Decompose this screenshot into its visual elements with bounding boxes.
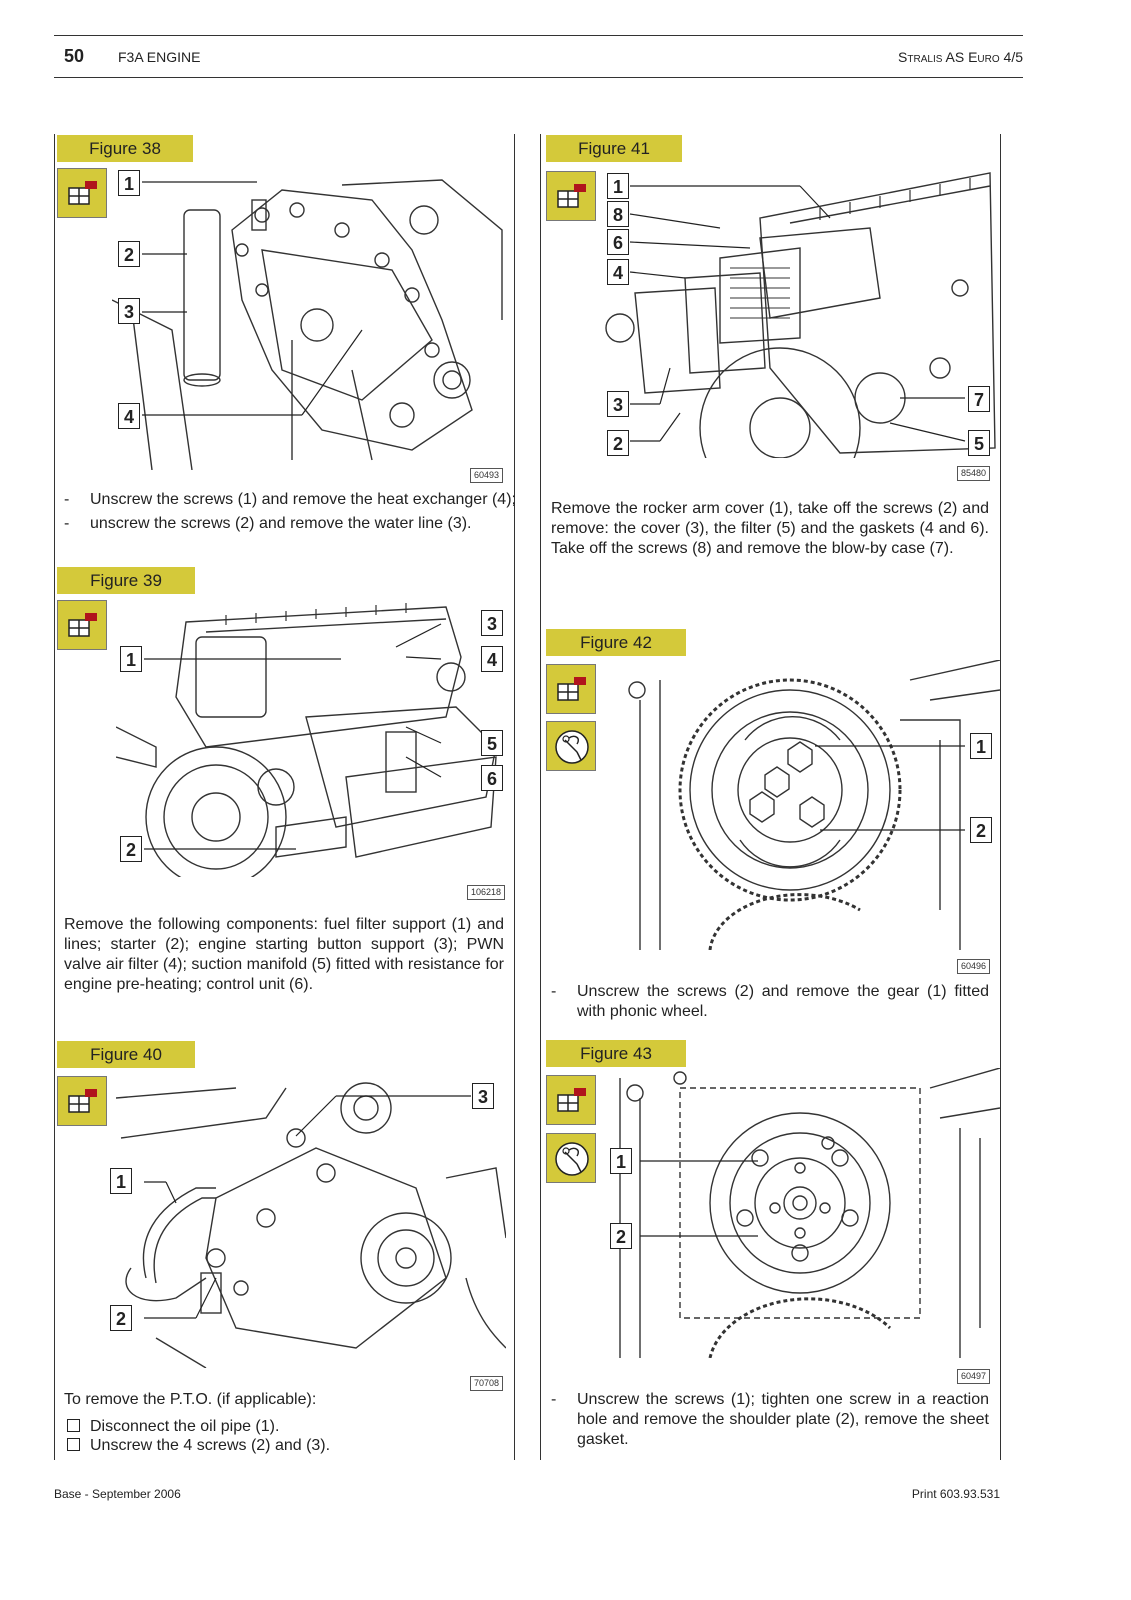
figure-39-callout-6: 6 bbox=[481, 765, 503, 791]
removal-refitting-icon bbox=[546, 1075, 596, 1125]
figure-38-step-1: -Unscrew the screws (1) and remove the h… bbox=[64, 491, 516, 508]
figure-38-label: Figure 38 bbox=[57, 135, 193, 162]
footer-edition: Base - September 2006 bbox=[54, 1487, 181, 1501]
figure-41-callout-5: 5 bbox=[968, 430, 990, 456]
figure-40-intro: To remove the P.T.O. (if applicable): bbox=[64, 1391, 317, 1408]
figure-42-callout-1: 1 bbox=[970, 733, 992, 759]
figure-39-callout-2: 2 bbox=[120, 836, 142, 862]
figure-39-drawing bbox=[116, 603, 497, 877]
removal-refitting-icon bbox=[57, 1076, 107, 1126]
figure-40-label: Figure 40 bbox=[57, 1041, 195, 1068]
figure-40-callout-3: 3 bbox=[472, 1083, 494, 1109]
figure-41-callout-1: 1 bbox=[607, 173, 629, 199]
figure-38-callout-4: 4 bbox=[118, 403, 140, 429]
figure-43-number: 60497 bbox=[957, 1369, 991, 1384]
figure-41-callout-8: 8 bbox=[607, 201, 629, 227]
figure-41-callout-2: 2 bbox=[607, 430, 629, 456]
special-tool-icon bbox=[546, 1133, 596, 1183]
model-title: Stralis AS Euro 4/5 bbox=[898, 49, 1023, 65]
figure-39-label: Figure 39 bbox=[57, 567, 195, 594]
special-tool-icon bbox=[546, 721, 596, 771]
center-left-rule bbox=[514, 134, 515, 1460]
right-column-rule bbox=[1000, 134, 1001, 1460]
figure-41-callout-4: 4 bbox=[607, 259, 629, 285]
figure-40-callout-1: 1 bbox=[110, 1168, 132, 1194]
figure-41-number: 85480 bbox=[957, 466, 991, 481]
figure-42-number: 60496 bbox=[957, 959, 991, 974]
figure-38-callout-2: 2 bbox=[118, 241, 140, 267]
figure-38-callout-3: 3 bbox=[118, 298, 140, 324]
figure-39-callout-4: 4 bbox=[481, 646, 503, 672]
checkbox-icon bbox=[67, 1419, 80, 1432]
figure-42-drawing bbox=[628, 660, 1000, 950]
figure-43-label: Figure 43 bbox=[546, 1040, 686, 1067]
page-number: 50 bbox=[64, 46, 85, 66]
figure-39-callout-3: 3 bbox=[481, 610, 503, 636]
removal-refitting-icon bbox=[546, 664, 596, 714]
figure-41-text: Remove the rocker arm cover (1), take of… bbox=[551, 500, 989, 557]
figure-38-number: 60493 bbox=[470, 468, 504, 483]
figure-39-callout-1: 1 bbox=[120, 646, 142, 672]
figure-40-callout-2: 2 bbox=[110, 1305, 132, 1331]
removal-refitting-icon bbox=[57, 168, 107, 218]
figure-39-number: 106218 bbox=[467, 885, 506, 900]
figure-43-callout-1: 1 bbox=[610, 1148, 632, 1174]
figure-41-callout-7: 7 bbox=[968, 386, 990, 412]
figure-42-label: Figure 42 bbox=[546, 629, 686, 656]
figure-39-text: Remove the following components: fuel fi… bbox=[64, 916, 504, 993]
figure-43-drawing bbox=[619, 1068, 1000, 1358]
figure-41-callout-6: 6 bbox=[607, 229, 629, 255]
header-bottom-rule bbox=[54, 77, 1023, 78]
section-title: F3A ENGINE bbox=[118, 49, 201, 65]
figure-41-label: Figure 41 bbox=[546, 135, 682, 162]
left-column-rule bbox=[54, 134, 55, 1460]
header-top-rule bbox=[54, 35, 1023, 36]
figure-40-number: 70708 bbox=[470, 1376, 504, 1391]
figure-41-drawing bbox=[605, 172, 996, 458]
figure-38-drawing bbox=[112, 179, 503, 470]
center-right-rule bbox=[540, 134, 541, 1460]
figure-38-step-2: -unscrew the screws (2) and remove the w… bbox=[64, 515, 472, 532]
figure-41-callout-3: 3 bbox=[607, 391, 629, 417]
figure-40-step-2: Unscrew the 4 screws (2) and (3). bbox=[67, 1436, 507, 1456]
figure-40-step-1: Disconnect the oil pipe (1). bbox=[67, 1417, 507, 1437]
figure-38-callout-1: 1 bbox=[118, 170, 140, 196]
figure-42-callout-2: 2 bbox=[970, 817, 992, 843]
removal-refitting-icon bbox=[57, 600, 107, 650]
footer-print-number: Print 603.93.531 bbox=[911, 1487, 1000, 1501]
figure-43-text: -Unscrew the screws (1); tighten one scr… bbox=[551, 1391, 989, 1448]
checkbox-icon bbox=[67, 1438, 80, 1451]
figure-43-callout-2: 2 bbox=[610, 1223, 632, 1249]
figure-42-text: -Unscrew the screws (2) and remove the g… bbox=[551, 983, 989, 1020]
figure-39-callout-5: 5 bbox=[481, 730, 503, 756]
removal-refitting-icon bbox=[546, 171, 596, 221]
figure-40-drawing bbox=[116, 1082, 506, 1368]
